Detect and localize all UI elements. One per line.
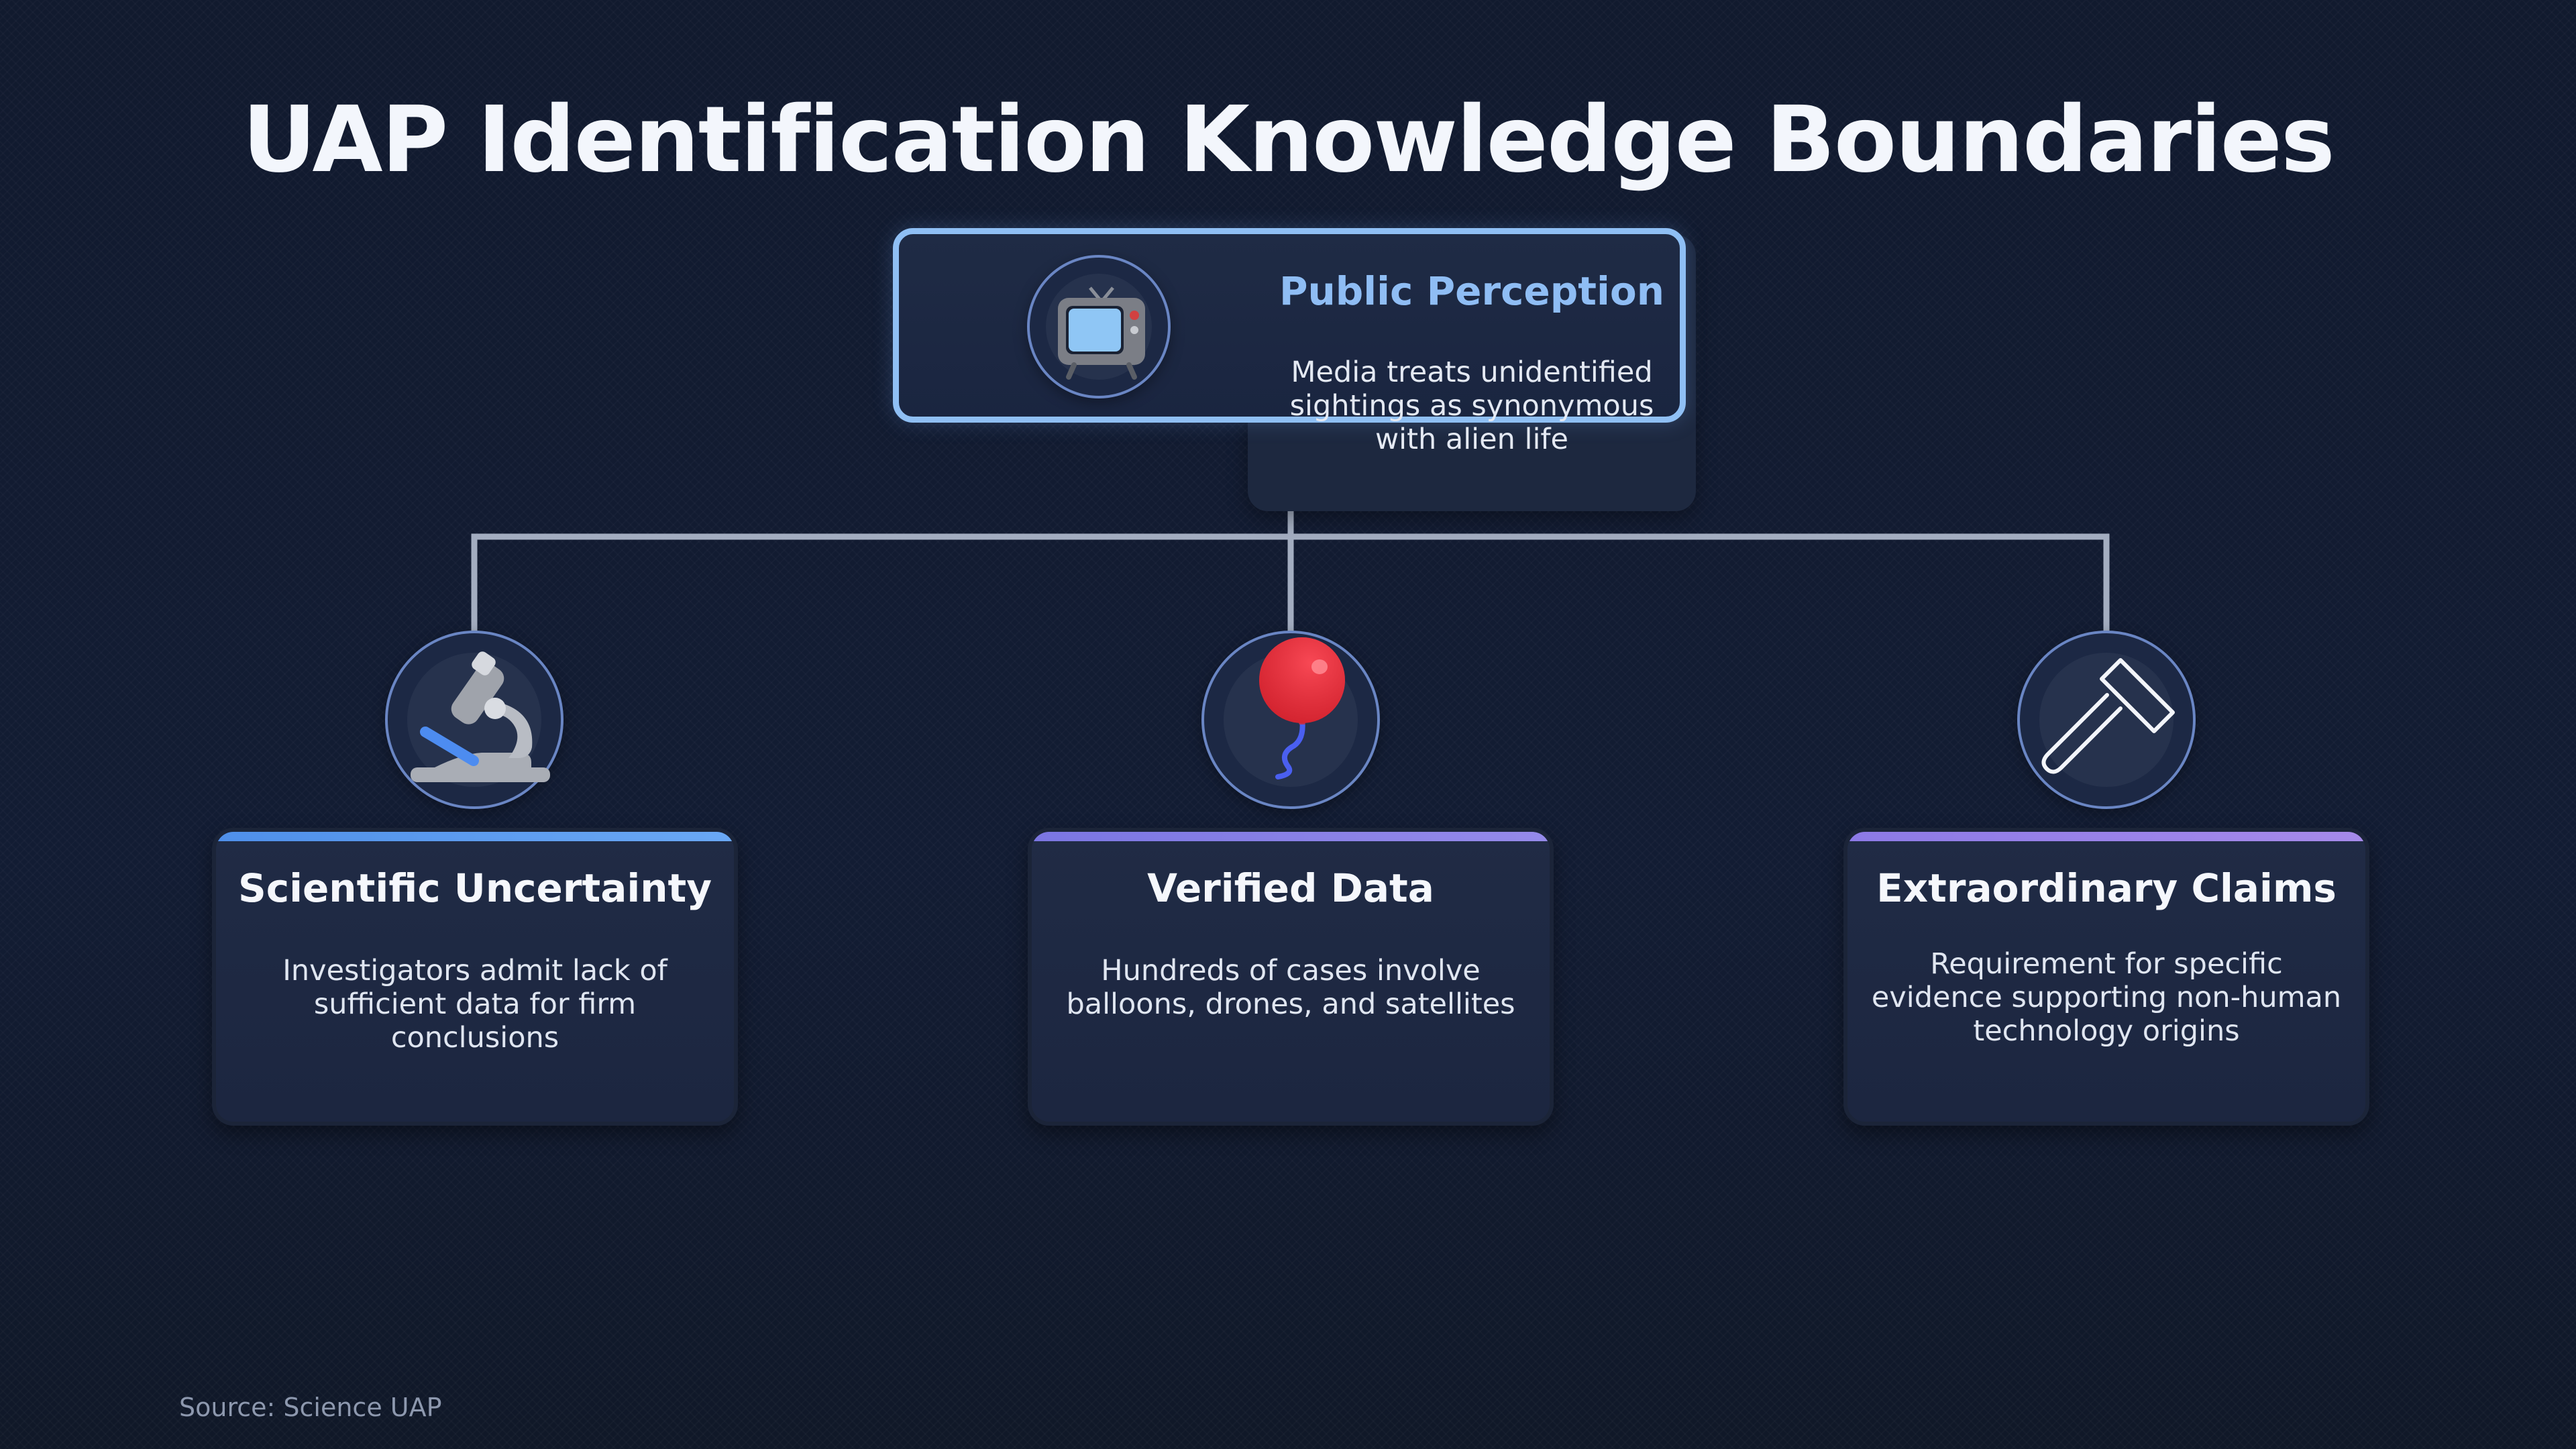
card-title: Extraordinary Claims (1876, 865, 2337, 911)
card-accent-bar (216, 832, 734, 841)
card-accent-bar (1847, 832, 2365, 841)
card-scientific-uncertainty: Scientific Uncertainty Investigators adm… (212, 828, 738, 1126)
microscope-icon (411, 651, 550, 782)
top-node-description: Media treats unidentified sightings as s… (1289, 356, 1654, 456)
child-icon-badge-scientific (385, 631, 564, 809)
card-description: Hundreds of cases involve balloons, dron… (1066, 954, 1515, 1021)
top-node-icon-badge (1027, 255, 1171, 398)
child-icon-badge-verified (1201, 631, 1380, 809)
card-accent-bar (1032, 832, 1550, 841)
top-node-frame (893, 228, 1686, 423)
card-title: Verified Data (1147, 865, 1434, 911)
top-node-title: Public Perception (1279, 268, 1665, 314)
card-verified-data: Verified Data Hundreds of cases involve … (1028, 828, 1554, 1126)
card-description: Requirement for specific evidence suppor… (1871, 947, 2342, 1048)
source-note: Source: Science UAP (179, 1393, 442, 1422)
diagram-title: UAP Identification Knowledge Boundaries (242, 87, 2335, 193)
card-extraordinary-claims: Extraordinary Claims Requirement for spe… (1843, 828, 2369, 1126)
card-title: Scientific Uncertainty (237, 865, 712, 911)
gavel-icon (2041, 658, 2175, 774)
balloon-icon (1259, 637, 1345, 780)
card-description: Investigators admit lack of sufficient d… (282, 954, 667, 1055)
child-icon-badge-extraordinary (2017, 631, 2196, 809)
tv-icon (1058, 286, 1145, 380)
